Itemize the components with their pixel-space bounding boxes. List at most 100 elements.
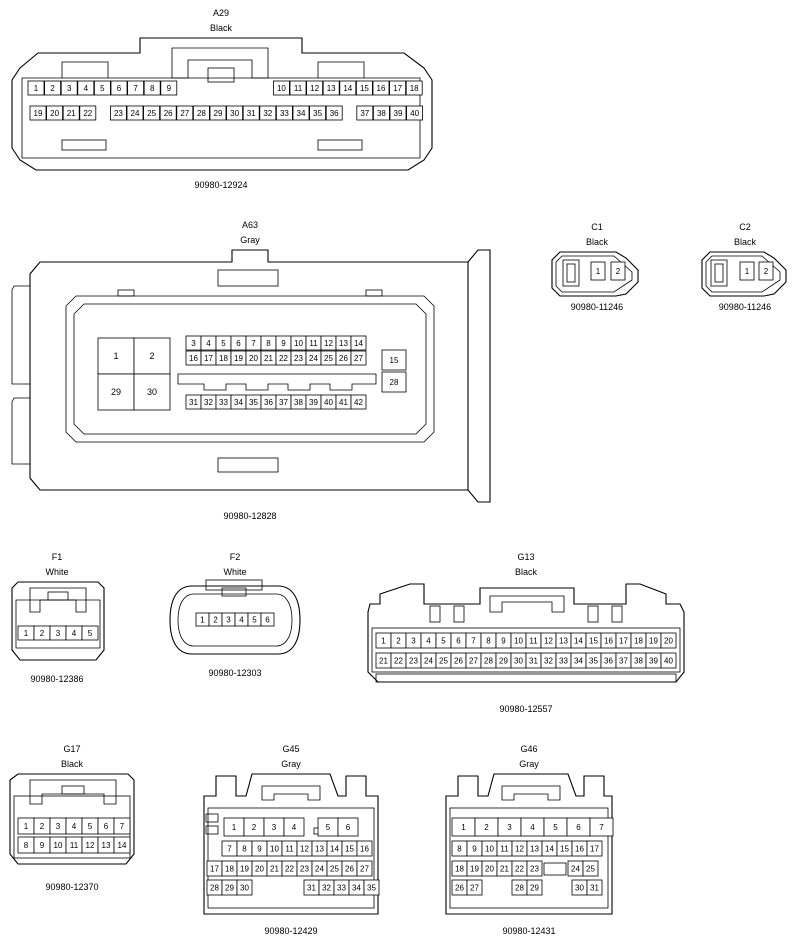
a29-pin-3: 3: [67, 84, 72, 93]
a63-pin-14: 14: [354, 339, 363, 348]
g45-pin-7: 7: [227, 845, 232, 854]
g17-pin-6: 6: [104, 822, 109, 831]
a63-pin-28: 28: [390, 378, 399, 387]
g13-pin-39: 39: [649, 657, 658, 666]
connector-a29-housing: [11, 37, 433, 171]
connector-a29-part-number: 90980-12924: [194, 180, 247, 190]
a29-pin-cell: [226, 105, 244, 121]
g45-pin-cell: [236, 879, 253, 896]
a29-pin-cell: [46, 105, 63, 121]
connector-a63-top-lock: [217, 269, 279, 287]
a29-pin-cell: [306, 80, 324, 96]
g13-pin-6: 6: [456, 637, 461, 646]
a29-pin-cell: [372, 80, 390, 96]
g13-pin-9: 9: [501, 637, 506, 646]
g45-pin-12: 12: [300, 845, 309, 854]
g17-pin-7: 7: [120, 822, 125, 831]
a63-pin-cell: [350, 350, 367, 366]
g46-pin-11: 11: [500, 845, 509, 854]
a63-pin-12: 12: [324, 339, 333, 348]
g45-pin-8: 8: [242, 845, 247, 854]
g45-pin-cell: [337, 817, 359, 837]
a29-pin-24: 24: [131, 109, 140, 118]
g17-pin-cell: [113, 817, 131, 835]
g46-pin-8: 8: [457, 845, 462, 854]
a29-pin-cell: [27, 80, 45, 96]
g45-pin-30: 30: [240, 884, 249, 893]
connector-g13-foot: [375, 673, 677, 683]
a29-pin-21: 21: [67, 109, 76, 118]
g13-pin-28: 28: [484, 657, 493, 666]
g17-pin-13: 13: [102, 841, 111, 850]
connector-a29-foot-left: [61, 139, 107, 151]
connector-g46-part-number: 90980-12431: [502, 926, 555, 936]
a63-pin-1: 1: [113, 351, 118, 361]
g13-pin-17: 17: [619, 637, 628, 646]
f1-pin-cell: [81, 625, 99, 641]
g46-pin-25: 25: [586, 865, 595, 874]
c1-pin-1: 1: [596, 267, 601, 276]
a63-pin-11: 11: [309, 339, 318, 348]
g45-pin-26: 26: [345, 865, 354, 874]
connector-a63-part-number: 90980-12828: [223, 511, 276, 521]
connector-g13-part-number: 90980-12557: [499, 704, 552, 714]
a63-pin-35: 35: [249, 398, 258, 407]
g45-pin-16: 16: [360, 845, 369, 854]
a29-pin-cell: [176, 105, 194, 121]
connector-g17-id: G17: [63, 744, 80, 754]
g46-pin-27: 27: [470, 884, 479, 893]
g45-pin-1: 1: [232, 823, 237, 832]
f2-pin-cell: [260, 612, 275, 627]
a63-pin-cell: [381, 349, 407, 371]
g46-pin-20: 20: [485, 865, 494, 874]
g13-pin-5: 5: [441, 637, 446, 646]
g13-pin-26: 26: [454, 657, 463, 666]
connector-g46-color: Gray: [519, 759, 539, 769]
g17-pin-9: 9: [40, 841, 45, 850]
f2-pin-4: 4: [239, 616, 244, 625]
connector-g17-part-number: 90980-12370: [45, 882, 98, 892]
connector-g45-inner: [207, 807, 375, 909]
connector-c2-key: [710, 259, 728, 287]
a29-pin-9: 9: [167, 84, 172, 93]
connector-c1-key-inner: [566, 263, 576, 283]
g17-pin-10: 10: [54, 841, 63, 850]
g45-pin-cell: [356, 860, 373, 877]
connector-g13-slot-3: [587, 605, 599, 623]
g45-pin-32: 32: [322, 884, 331, 893]
g13-pin-27: 27: [469, 657, 478, 666]
g17-pin-2: 2: [40, 822, 45, 831]
g46-pin-7: 7: [599, 823, 604, 832]
a29-pin-33: 33: [280, 109, 289, 118]
g45-pin-29: 29: [225, 884, 234, 893]
g13-pin-19: 19: [649, 637, 658, 646]
a63-pin-41: 41: [339, 398, 348, 407]
a63-pin-cell: [350, 335, 367, 351]
connector-c2-part-number: 90980-11246: [719, 302, 771, 312]
connector-a29-latch: [171, 47, 269, 79]
connector-g13-latch: [489, 595, 565, 613]
connector-g13-slot-4: [611, 605, 623, 623]
g46-pin-5: 5: [553, 823, 558, 832]
connector-f2-part-number: 90980-12303: [208, 668, 261, 678]
g46-pin-14: 14: [545, 845, 554, 854]
f1-pin-1: 1: [24, 629, 29, 638]
connector-a63-rib-top-left: [117, 289, 135, 297]
c2-pin-cell: [739, 261, 755, 281]
a29-pin-4: 4: [84, 84, 89, 93]
g45-pin-15: 15: [345, 845, 354, 854]
a29-pin-16: 16: [377, 84, 386, 93]
a29-pin-cell: [406, 105, 424, 121]
a63-pin-36: 36: [264, 398, 273, 407]
g13-pin-14: 14: [574, 637, 583, 646]
connector-f1-inner: [15, 599, 101, 649]
g46-pin-3: 3: [507, 823, 512, 832]
a63-pin-10: 10: [294, 339, 303, 348]
g45-pin-cell: [363, 879, 380, 896]
